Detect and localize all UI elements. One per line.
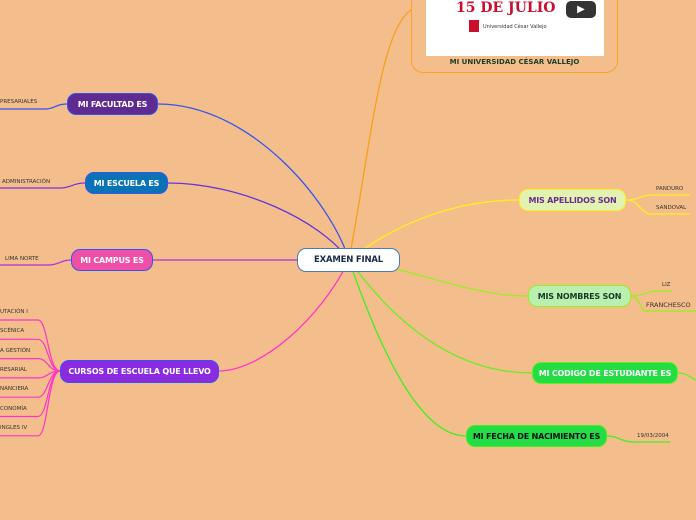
fecha-node[interactable]: MI FECHA DE NACIMIENTO ES bbox=[466, 425, 607, 447]
campus-node[interactable]: MI CAMPUS ES bbox=[71, 249, 153, 271]
leaf-campus[interactable]: LIMA NORTE bbox=[5, 256, 39, 262]
center-node[interactable]: EXAMEN FINAL bbox=[297, 248, 400, 272]
play-icon[interactable]: ▶ bbox=[566, 1, 596, 18]
leaf-curso[interactable]: CONOMÍA bbox=[0, 405, 27, 412]
image-caption: MI UNIVERSIDAD CÉSAR VALLEJO bbox=[449, 58, 580, 66]
cursos-node[interactable]: CURSOS DE ESCUELA QUE LLEVO bbox=[60, 360, 219, 383]
leaf-facultad[interactable]: PRESARIALES bbox=[0, 99, 38, 105]
facultad-node[interactable]: MI FACULTAD ES bbox=[67, 93, 158, 115]
course-link bbox=[0, 338, 61, 372]
image-headline: 15 DE JULIO bbox=[456, 0, 556, 16]
escuela-node[interactable]: MI ESCUELA ES bbox=[85, 172, 168, 194]
leaf-fecha[interactable]: 19/03/2004 bbox=[637, 433, 669, 439]
logo-text: Universidad César Vallejo bbox=[483, 24, 547, 30]
leaf-liz[interactable]: LIZ bbox=[662, 282, 671, 288]
image-node[interactable] bbox=[411, 0, 618, 73]
leaf-curso[interactable]: NANCIERA bbox=[0, 386, 29, 393]
leaf-escuela[interactable]: ADMINISTRACIÓN bbox=[2, 179, 51, 185]
leaf-curso[interactable]: SCÉNICA bbox=[0, 328, 25, 335]
nombres-node[interactable]: MIS NOMBRES SON bbox=[528, 285, 631, 307]
university-image: 15 DE JULIO ▶ Universidad César Vallejo bbox=[426, 0, 604, 56]
apellidos-node[interactable]: MIS APELLIDOS SON bbox=[519, 189, 626, 211]
ucv-logo-icon bbox=[469, 20, 479, 32]
course-link bbox=[0, 370, 61, 437]
codigo-node[interactable]: MI CODIGO DE ESTUDIANTE ES bbox=[532, 362, 678, 384]
leaf-curso[interactable]: A GESTIÓN bbox=[0, 347, 31, 354]
leaf-panduro[interactable]: PANDURO bbox=[656, 186, 684, 192]
leaf-franchesco[interactable]: FRANCHESCO bbox=[646, 301, 691, 309]
leaf-sandoval[interactable]: SANDOVAL bbox=[656, 205, 687, 211]
leaf-curso[interactable]: UTACIÓN I bbox=[0, 309, 28, 315]
leaf-curso[interactable]: INGLES IV bbox=[0, 424, 28, 431]
course-link bbox=[0, 358, 61, 372]
leaf-curso[interactable]: RESARIAL bbox=[0, 366, 27, 373]
